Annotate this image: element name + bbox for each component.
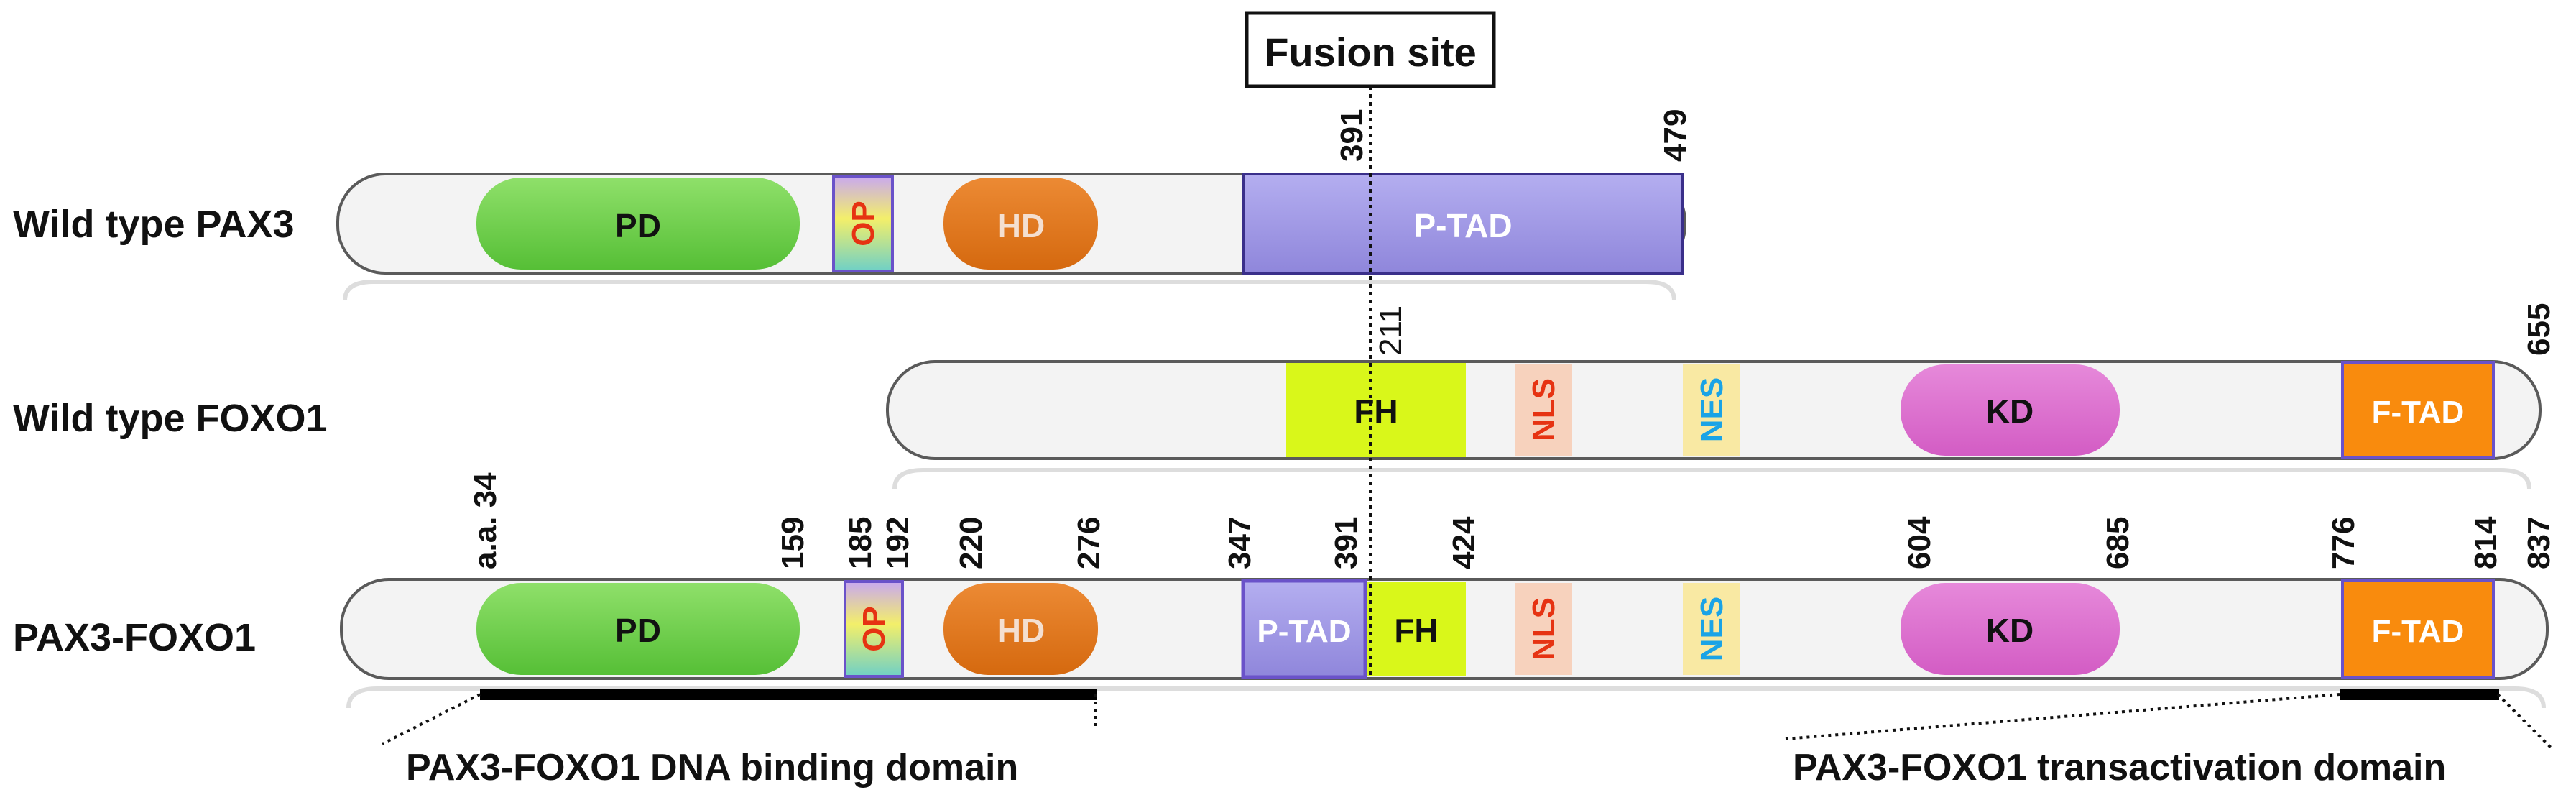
pax3-pd-label: PD <box>615 207 661 244</box>
fusion-tick-159: 159 <box>775 517 811 569</box>
fusion-site-callout: Fusion site <box>1245 11 1496 88</box>
foxo1-nes-domain <box>1683 364 1740 456</box>
foxo1-fh-domain <box>1286 363 1466 457</box>
foxo1-nes-label: NES <box>1694 377 1730 442</box>
transactivation-label: PAX3-FOXO1 transactivation domain <box>1793 747 2446 789</box>
foxo1-tick-655: 655 <box>2521 303 2557 356</box>
pax3-ptad-domain <box>1242 173 1684 275</box>
fusion-tick-347: 347 <box>1222 517 1257 569</box>
foxo1-kd-label: KD <box>1986 392 2033 430</box>
foxo1-kd-domain <box>1901 364 2120 456</box>
dna-binding-label: PAX3-FOXO1 DNA binding domain <box>406 747 1018 789</box>
fusion-reflection <box>346 686 2546 709</box>
pax3-foxo1-protein: PD OP HD P-TAD FH NLS NES KD F-TAD a.a. … <box>340 472 2557 709</box>
foxo1-nls-label: NLS <box>1526 378 1561 441</box>
pax3-op-label: OP <box>846 201 881 247</box>
foxo1-ftad-label: F-TAD <box>2372 395 2465 430</box>
pax3-hd-label: HD <box>997 207 1045 244</box>
fusion-hd-label: HD <box>997 612 1045 649</box>
fusion-ptad-domain <box>1241 579 1367 679</box>
fusion-fh-domain <box>1367 582 1466 676</box>
fusion-tick-192: 192 <box>880 517 915 569</box>
fusion-op-domain <box>844 580 904 678</box>
pax3-ptad-label: P-TAD <box>1413 207 1512 244</box>
fusion-pd-label: PD <box>615 612 661 649</box>
fusion-tick-776: 776 <box>2326 517 2361 569</box>
fusion-nls-label: NLS <box>1526 597 1561 661</box>
dna-binding-bar <box>480 689 1097 700</box>
fusion-nes-label: NES <box>1694 597 1730 661</box>
fusion-tick-220: 220 <box>954 517 989 569</box>
fusion-kd-label: KD <box>1986 612 2033 649</box>
fusion-ptad-label: P-TAD <box>1257 614 1351 649</box>
fusion-ftad-label: F-TAD <box>2372 614 2465 649</box>
fusion-tick-837: 837 <box>2521 517 2557 569</box>
foxo1-fh-label: FH <box>1354 392 1398 430</box>
fusion-op-label: OP <box>857 606 892 652</box>
fusion-tick-424: 424 <box>1446 516 1482 569</box>
fusion-pd-domain <box>476 583 800 675</box>
foxo1-tick-211: 211 <box>1373 305 1408 356</box>
pax3-reflection <box>343 280 1676 301</box>
fusion-tick-604: 604 <box>1902 516 1937 569</box>
transactivation-right-leader <box>2496 693 2552 749</box>
fusion-ftad-domain <box>2341 579 2495 679</box>
transactivation-annotation: PAX3-FOXO1 transactivation domain <box>1785 689 2552 789</box>
pax3-protein: PD OP HD P-TAD 391 479 <box>336 109 1693 301</box>
fusion-kd-domain <box>1901 583 2120 675</box>
fusion-tick-34: a.a. 34 <box>468 472 503 569</box>
transactivation-bar <box>2340 689 2499 700</box>
pax3-pd-domain <box>476 178 800 270</box>
foxo1-ftad-domain <box>2341 361 2495 459</box>
pax3-tick-479: 479 <box>1658 109 1693 162</box>
foxo1-reflection <box>892 468 2531 490</box>
pax3-op-domain <box>832 175 894 272</box>
fusion-site-label: Fusion site <box>1264 29 1477 75</box>
fusion-tick-685: 685 <box>2100 517 2136 569</box>
fusion-hd-domain <box>943 583 1098 675</box>
fusion-tick-276: 276 <box>1071 517 1107 569</box>
fusion-tick-391: 391 <box>1329 517 1364 569</box>
fusion-nes-domain <box>1683 583 1740 675</box>
row-label-foxo1: Wild type FOXO1 <box>13 397 328 440</box>
fusion-nls-domain <box>1515 583 1572 675</box>
pax3-hd-domain <box>943 178 1098 270</box>
fusion-tick-814: 814 <box>2468 516 2503 569</box>
fusion-tick-185: 185 <box>843 517 878 569</box>
dna-binding-left-leader <box>382 693 481 745</box>
foxo1-nls-domain <box>1515 364 1572 456</box>
foxo1-protein: FH NLS NES KD F-TAD 211 655 <box>886 303 2557 490</box>
row-label-pax3: Wild type PAX3 <box>13 203 295 246</box>
pax3-tick-391: 391 <box>1334 109 1370 162</box>
fusion-fh-label: FH <box>1394 612 1438 649</box>
dna-binding-annotation: PAX3-FOXO1 DNA binding domain <box>382 689 1097 789</box>
row-label-pax3-foxo1: PAX3-FOXO1 <box>13 616 256 659</box>
transactivation-left-leader <box>1785 693 2340 740</box>
